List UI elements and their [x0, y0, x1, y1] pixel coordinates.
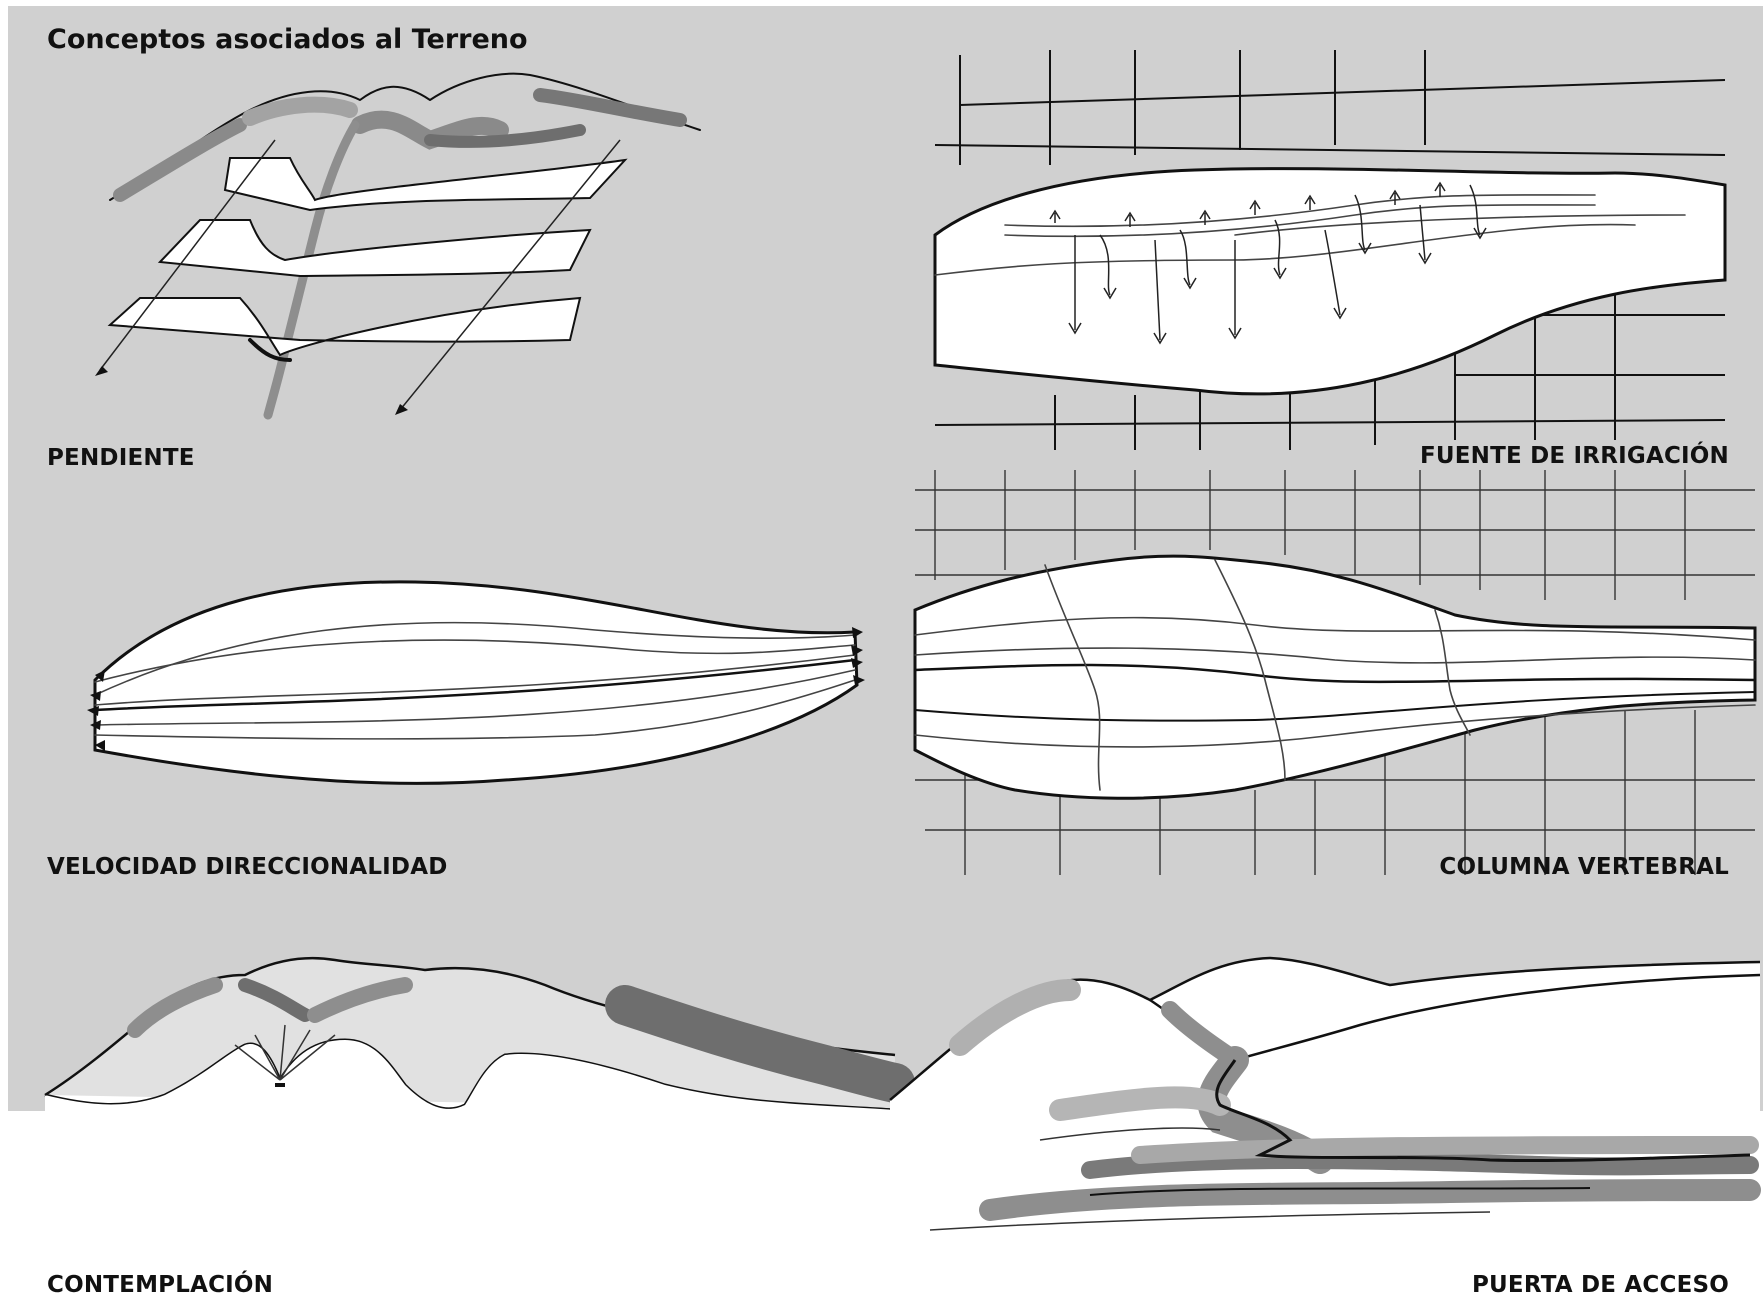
label-puerta: PUERTA DE ACCESO — [1472, 1272, 1729, 1298]
pendiente-sketch — [100, 70, 800, 470]
fuente-sketch — [935, 45, 1735, 455]
label-pendiente: PENDIENTE — [47, 445, 195, 471]
puerta-sketch — [890, 950, 1760, 1250]
contemplacion-sketch — [45, 955, 895, 1195]
columna-sketch — [915, 460, 1755, 880]
page-title: Conceptos asociados al Terreno — [47, 24, 528, 55]
label-contemplacion: CONTEMPLACIÓN — [47, 1272, 273, 1298]
velocidad-sketch — [75, 570, 875, 830]
label-velocidad: VELOCIDAD DIRECCIONALIDAD — [47, 854, 448, 880]
label-columna: COLUMNA VERTEBRAL — [1439, 854, 1729, 880]
